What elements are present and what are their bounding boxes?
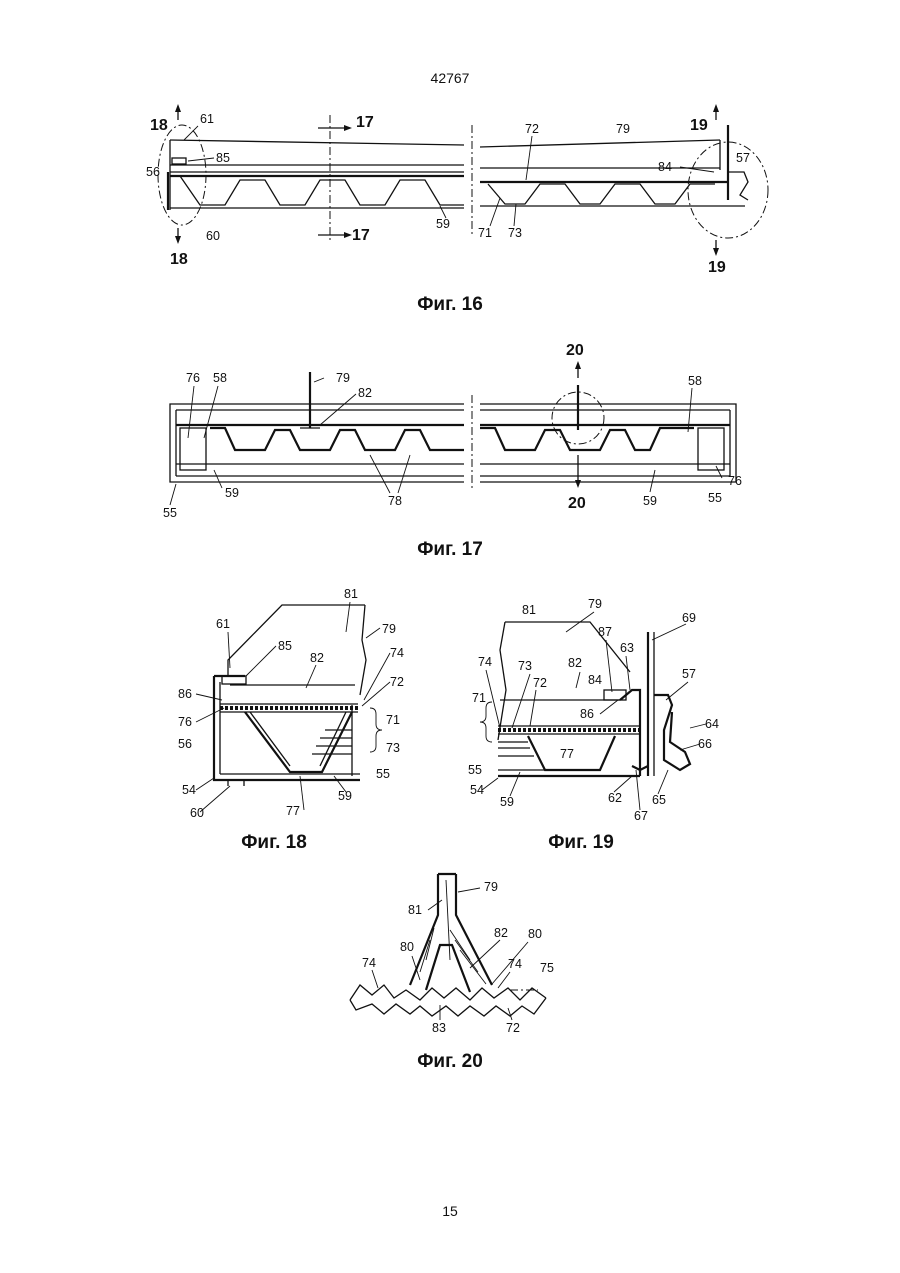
ref-label: 85 (216, 151, 230, 165)
page-number: 15 (0, 1203, 900, 1219)
ref-label: 71 (478, 226, 492, 240)
ref-label: 60 (206, 229, 220, 243)
ref-label: 81 (522, 603, 536, 617)
section-mark-17-top: 17 (356, 114, 374, 131)
ref-label: 87 (598, 625, 612, 639)
ref-label: 72 (506, 1021, 520, 1035)
ref-label: 57 (736, 151, 750, 165)
ref-label: 55 (468, 763, 482, 777)
ref-label: 63 (620, 641, 634, 655)
section-mark-18-top: 18 (150, 117, 168, 134)
ref-label: 56 (146, 165, 160, 179)
ref-label: 58 (213, 371, 227, 385)
ref-label: 76 (186, 371, 200, 385)
ref-label: 82 (358, 386, 372, 400)
ref-label: 76 (728, 474, 742, 488)
ref-label: 79 (616, 122, 630, 136)
figure-18-caption: Фиг. 18 (174, 832, 374, 854)
section-mark-17-bottom: 17 (352, 227, 370, 244)
section-mark-19-top: 19 (690, 117, 708, 134)
ref-label: 72 (533, 676, 547, 690)
ref-label: 73 (508, 226, 522, 240)
figure-16-drawing: 18 18 17 17 19 19 61 85 56 60 59 72 79 8… (0, 100, 900, 280)
ref-label: 59 (500, 795, 514, 809)
ref-label: 80 (400, 940, 414, 954)
ref-label: 59 (643, 494, 657, 508)
ref-label: 65 (652, 793, 666, 807)
ref-label: 67 (634, 809, 648, 823)
figure-19-drawing: 81 79 69 87 63 74 73 82 84 57 71 72 86 6… (0, 580, 900, 830)
ref-label: 72 (525, 122, 539, 136)
ref-label: 86 (580, 707, 594, 721)
figure-20-caption: Фиг. 20 (350, 1051, 550, 1073)
section-mark-18-bottom: 18 (170, 251, 188, 268)
ref-label: 80 (528, 927, 542, 941)
ref-label: 79 (484, 880, 498, 894)
ref-label: 84 (658, 160, 672, 174)
ref-label: 69 (682, 611, 696, 625)
ref-label: 54 (470, 783, 484, 797)
ref-label: 58 (688, 374, 702, 388)
ref-label: 59 (436, 217, 450, 231)
ref-label: 73 (518, 659, 532, 673)
ref-label: 78 (388, 494, 402, 508)
ref-label: 82 (568, 656, 582, 670)
ref-label: 79 (588, 597, 602, 611)
ref-label: 66 (698, 737, 712, 751)
ref-label: 79 (336, 371, 350, 385)
figure-19-caption: Фиг. 19 (481, 832, 681, 854)
ref-label: 55 (163, 506, 177, 520)
section-mark-20-top: 20 (566, 342, 584, 359)
section-mark-19-bottom: 19 (708, 259, 726, 276)
ref-label: 74 (478, 655, 492, 669)
ref-label: 84 (588, 673, 602, 687)
ref-label: 81 (408, 903, 422, 917)
section-mark-20-bottom: 20 (568, 495, 586, 512)
figure-17-drawing: 20 20 76 58 79 82 55 59 78 58 76 55 59 (0, 335, 900, 515)
document-number: 42767 (0, 70, 900, 86)
ref-label: 77 (560, 747, 574, 761)
ref-label: 83 (432, 1021, 446, 1035)
ref-label: 57 (682, 667, 696, 681)
ref-label: 74 (508, 957, 522, 971)
ref-label: 59 (225, 486, 239, 500)
ref-label: 74 (362, 956, 376, 970)
ref-label: 71 (472, 691, 486, 705)
ref-label: 75 (540, 961, 554, 975)
ref-label: 61 (200, 112, 214, 126)
ref-label: 82 (494, 926, 508, 940)
ref-label: 64 (705, 717, 719, 731)
ref-label: 62 (608, 791, 622, 805)
figure-16-caption: Фиг. 16 (350, 294, 550, 316)
figure-20-drawing: 79 81 82 80 80 74 74 75 83 72 (0, 872, 900, 1032)
ref-label: 55 (708, 491, 722, 505)
figure-17-caption: Фиг. 17 (350, 539, 550, 561)
